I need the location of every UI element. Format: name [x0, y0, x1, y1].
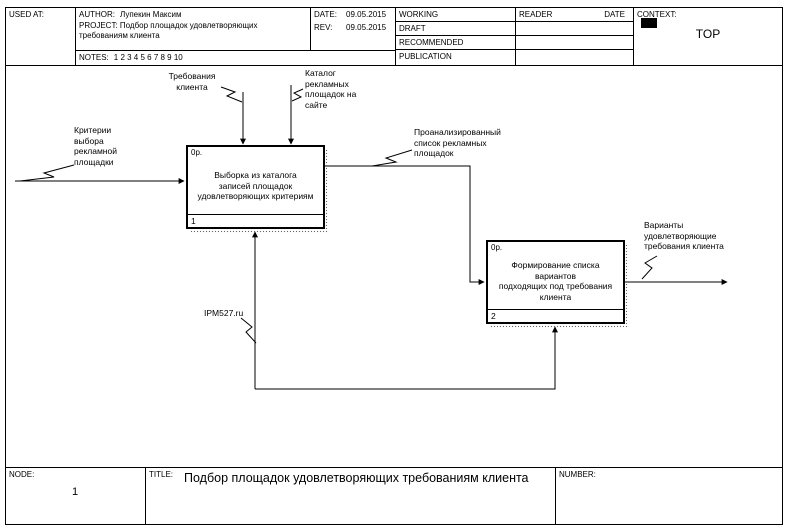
grid-line [5, 467, 783, 468]
activity-1-cost: 0р. [191, 148, 203, 157]
status-recommended: RECOMMENDED [399, 38, 464, 47]
node-value: 1 [71, 486, 79, 498]
label-criteria: Критерии выбора рекламной площадки [74, 125, 117, 167]
date-row: DATE: 09.05.2015 [314, 10, 386, 20]
author-row: AUTHOR: Лупекин Максим [79, 10, 182, 20]
notes-label: NOTES: [79, 53, 109, 62]
rev-label: REV: [314, 23, 333, 32]
grid-line [75, 50, 395, 51]
title-label: TITLE: [149, 470, 174, 479]
context-top-indicator-icon [641, 18, 657, 28]
activity-2-number: 2 [488, 309, 623, 322]
grid-line [555, 467, 556, 525]
date-label: DATE: [314, 10, 337, 19]
grid-line [633, 7, 634, 65]
grid-line [5, 65, 783, 66]
project-row: PROJECT: Подбор площадок удовлетворяющих… [79, 21, 291, 41]
rev-value: 09.05.2015 [346, 23, 387, 32]
activity-box-2: 0р. Формирование списка вариантов подход… [486, 240, 629, 328]
reader-label: READER [519, 10, 553, 19]
title-value: Подбор площадок удовлетворяющих требован… [184, 471, 529, 485]
diagram-frame [5, 7, 783, 525]
number-label: NUMBER: [559, 470, 596, 479]
status-draft: DRAFT [399, 24, 426, 33]
grid-line [310, 7, 311, 50]
activity-2-cost: 0р. [491, 243, 503, 252]
rev-row: REV: 09.05.2015 [314, 23, 386, 33]
grid-line [395, 49, 633, 50]
notes-row: NOTES: 1 2 3 4 5 6 7 8 9 10 [79, 53, 183, 63]
grid-line [515, 7, 516, 65]
author-label: AUTHOR: [79, 10, 115, 19]
status-publication: PUBLICATION [399, 52, 452, 61]
context-value: TOP [695, 27, 721, 41]
context-label: CONTEXT: [637, 10, 677, 19]
label-mechanism: IPM527.ru [204, 308, 244, 318]
grid-line [395, 7, 396, 65]
reader-row: READER DATE [519, 10, 625, 19]
node-label: NODE: [9, 470, 35, 479]
activity-1-number: 1 [188, 214, 323, 227]
grid-line [75, 7, 76, 65]
used-at-label: USED AT: [9, 10, 44, 19]
date-value: 09.05.2015 [346, 10, 387, 19]
label-analyzed: Проанализированный список рекламных площ… [414, 127, 501, 158]
activity-box-1: 0р. Выборка из каталога записей площадок… [186, 145, 329, 233]
label-requirements: Требования клиента [168, 71, 216, 92]
activity-1-label: Выборка из каталога записей площадок удо… [197, 170, 314, 202]
grid-line [395, 35, 633, 36]
project-label: PROJECT: [79, 21, 118, 30]
grid-line [395, 21, 633, 22]
label-variants: Варианты удовлетворяющие требования клие… [644, 220, 724, 251]
reader-date-label: DATE [604, 10, 625, 19]
activity-2-label: Формирование списка вариантов подходящих… [498, 260, 613, 302]
grid-line [145, 467, 146, 525]
notes-numbers: 1 2 3 4 5 6 7 8 9 10 [113, 53, 183, 62]
author-value: Лупекин Максим [120, 10, 182, 19]
status-working: WORKING [399, 10, 439, 19]
project-value: Подбор площадок удовлетворяющих требован… [79, 21, 258, 40]
label-catalog: Каталог рекламных площадок на сайте [305, 68, 357, 110]
